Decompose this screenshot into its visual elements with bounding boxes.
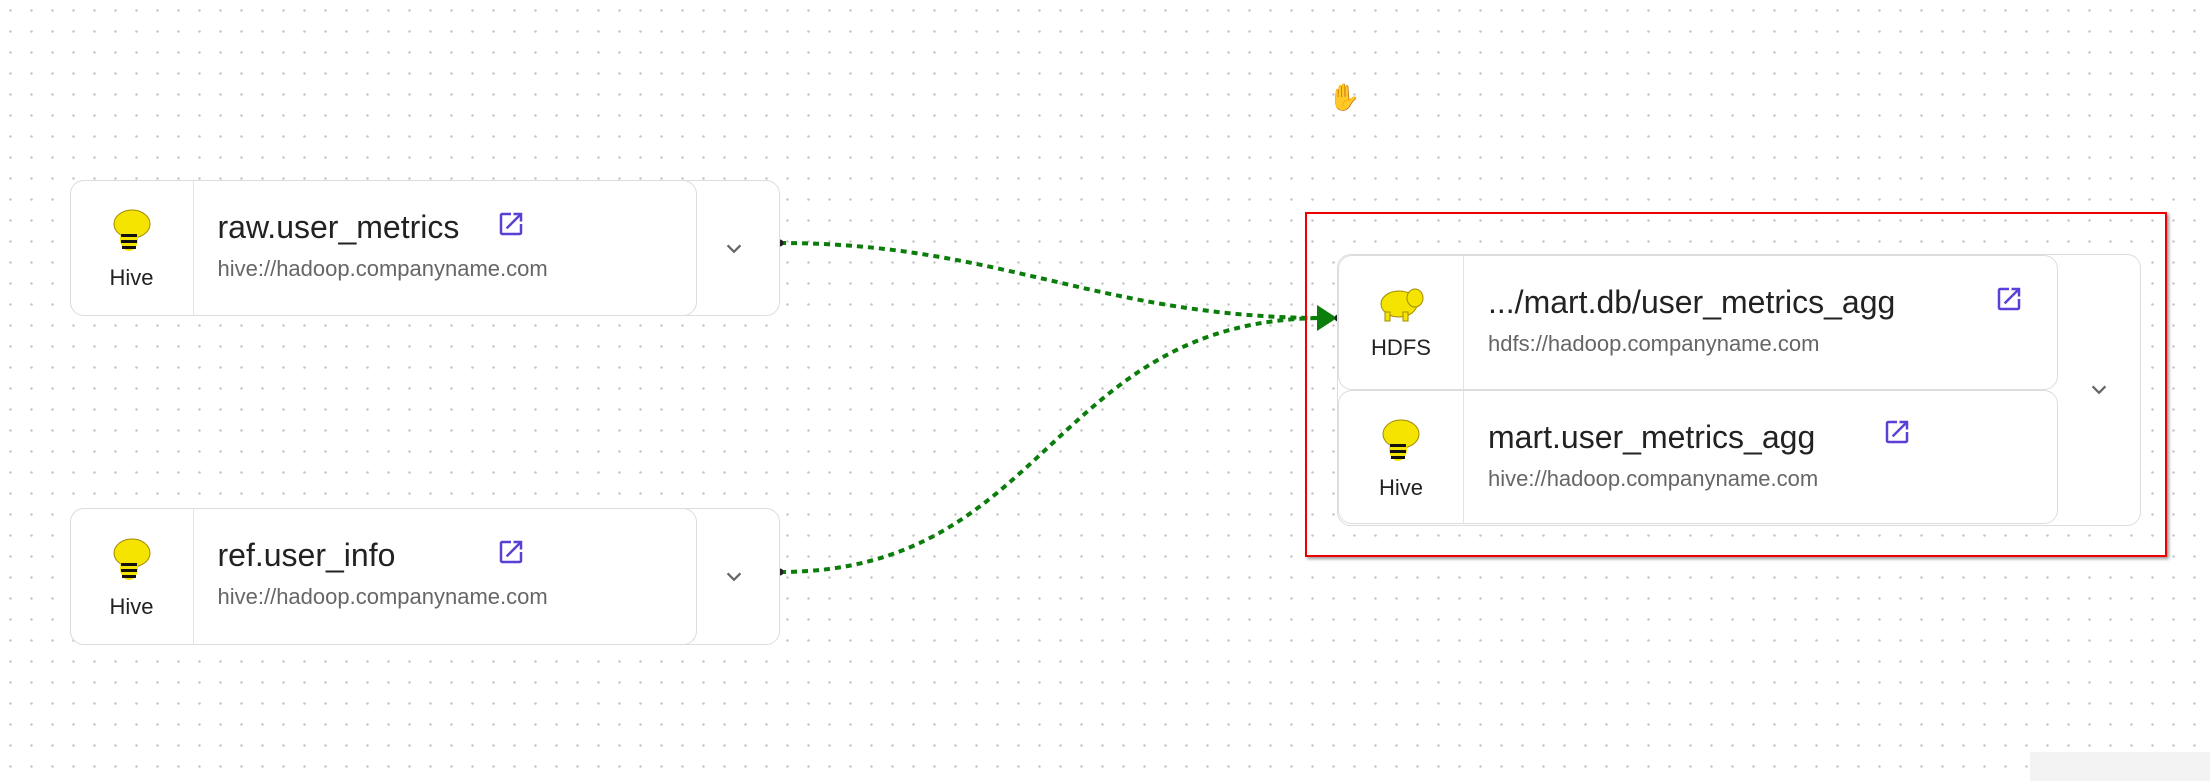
dataset-type-label: Hive	[1378, 474, 1423, 500]
dataset-platform-url: hive://hadoop.companyname.com	[1488, 466, 1819, 491]
selection-highlight	[1305, 212, 2167, 557]
external-link-icon[interactable]	[1994, 284, 2024, 314]
edge-raw-to-agg[interactable]	[779, 241, 1326, 320]
chevron-down-icon[interactable]	[723, 566, 745, 588]
dataset-type-label: HDFS	[1371, 335, 1431, 360]
hdfs-elephant-icon	[1377, 284, 1425, 329]
dataset-title: ref.user_info	[217, 536, 396, 573]
external-link-icon[interactable]	[496, 537, 526, 567]
dataset-card[interactable]: Hive raw.user_metrics hive://hadoop.comp…	[69, 179, 697, 316]
dataset-title: raw.user_metrics	[217, 208, 460, 245]
dataset-platform-url: hdfs://hadoop.companyname.com	[1488, 331, 1820, 356]
dataset-type: Hive	[1339, 391, 1464, 523]
external-link-icon[interactable]	[1882, 417, 1912, 447]
chevron-down-icon[interactable]	[2088, 379, 2110, 401]
lineage-node-raw-user-metrics[interactable]: Hive raw.user_metrics hive://hadoop.comp…	[69, 179, 780, 316]
dataset-platform-url: hive://hadoop.companyname.com	[217, 583, 548, 609]
dataset-type-label: Hive	[109, 265, 154, 290]
dataset-title: mart.user_metrics_agg	[1488, 419, 1816, 455]
dataset-type: HDFS	[1339, 256, 1464, 389]
dataset-type-label: Hive	[109, 593, 154, 619]
dataset-type: Hive	[71, 180, 194, 315]
lineage-node-ref-user-info[interactable]: Hive ref.user_info hive://hadoop.company…	[69, 507, 780, 645]
lineage-node-group-user-metrics-agg[interactable]: HDFS .../mart.db/user_metrics_agg hdfs:/…	[1337, 254, 2141, 526]
edge-ref-to-agg[interactable]	[779, 316, 1326, 574]
dataset-platform-url: hive://hadoop.companyname.com	[217, 255, 548, 281]
dataset-card-hdfs[interactable]: HDFS .../mart.db/user_metrics_agg hdfs:/…	[1338, 255, 2058, 390]
external-link-icon[interactable]	[496, 209, 526, 239]
hive-icon	[1376, 414, 1426, 469]
hive-icon	[107, 533, 157, 588]
chevron-down-icon[interactable]	[723, 238, 745, 260]
dataset-type: Hive	[71, 508, 194, 644]
hand-cursor-icon: ✋	[1328, 82, 1361, 112]
hive-icon	[107, 204, 157, 259]
edge-arrowhead	[1317, 305, 1337, 331]
dataset-card-hive[interactable]: Hive mart.user_metrics_agg hive://hadoop…	[1338, 390, 2058, 524]
dataset-title: .../mart.db/user_metrics_agg	[1488, 284, 1896, 320]
canvas-corner-panel	[2030, 752, 2210, 781]
dataset-card[interactable]: Hive ref.user_info hive://hadoop.company…	[69, 507, 697, 645]
